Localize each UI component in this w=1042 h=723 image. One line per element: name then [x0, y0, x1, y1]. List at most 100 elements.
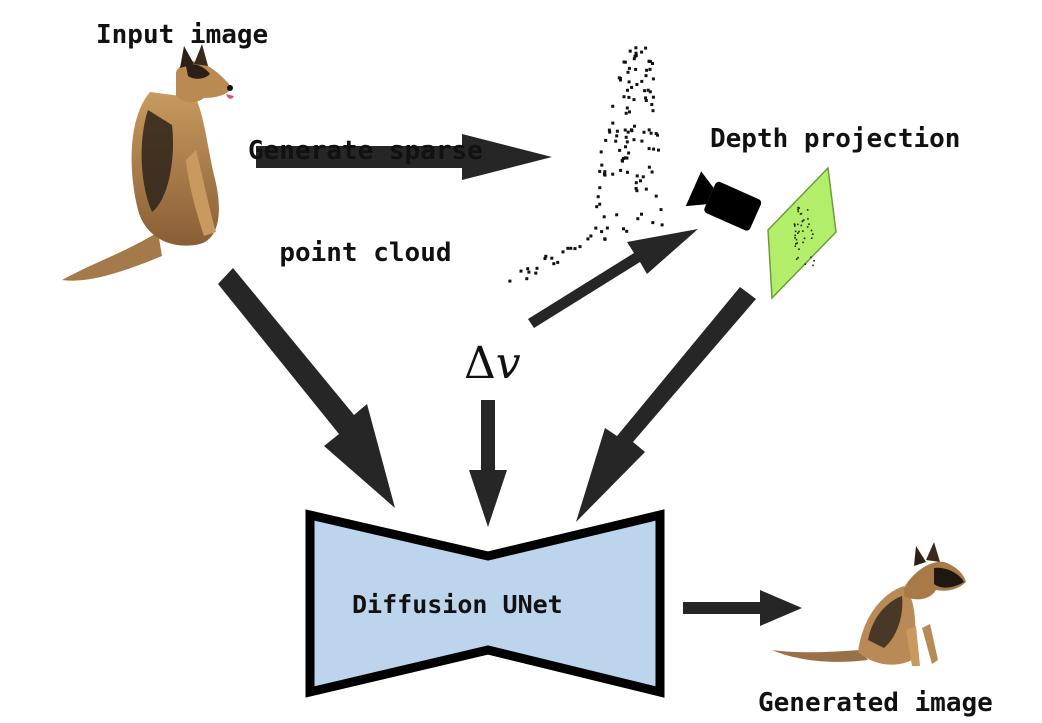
point-cloud-dot: [654, 194, 658, 198]
point-cloud-dot: [604, 138, 608, 142]
point-cloud-dot: [534, 271, 538, 275]
projection-dot: [802, 241, 804, 244]
point-cloud-dot: [627, 95, 631, 99]
projection-dot: [794, 234, 796, 237]
arrow-to-point-cloud: [256, 134, 552, 180]
point-cloud-dot: [611, 104, 615, 108]
point-cloud-dot: [526, 267, 530, 271]
point-cloud-dot: [644, 99, 648, 102]
point-cloud-dot: [595, 205, 599, 209]
point-cloud-dot: [603, 170, 607, 174]
point-cloud-dot: [603, 173, 607, 177]
point-cloud-dot: [625, 106, 629, 110]
projection-dot: [794, 225, 796, 227]
point-cloud-dot: [624, 145, 627, 149]
point-cloud-dot: [594, 226, 598, 230]
point-cloud-dot: [508, 279, 512, 283]
point-cloud-dot: [615, 129, 619, 133]
point-cloud-dot: [569, 246, 573, 250]
point-cloud-dot: [607, 128, 611, 132]
point-cloud-dot: [660, 223, 664, 227]
point-cloud-dot: [603, 237, 607, 241]
projection-dot: [810, 229, 813, 232]
point-cloud-dot: [605, 226, 609, 230]
point-cloud-dot: [648, 67, 652, 71]
projection-dot: [806, 209, 809, 211]
point-cloud-dot: [525, 277, 529, 281]
point-cloud-dot: [628, 110, 631, 114]
point-cloud-dot: [650, 170, 654, 174]
projection-dot: [798, 248, 800, 250]
depth-projection-plane: [767, 166, 837, 300]
projection-dot: [797, 206, 799, 209]
projection-dot: [800, 212, 803, 215]
projection-dot: [803, 237, 806, 240]
point-cloud-dot: [654, 132, 658, 136]
delta-symbol: Δ: [464, 338, 496, 389]
point-cloud-dot: [634, 187, 638, 190]
point-cloud-dot: [627, 151, 631, 155]
point-cloud-dot: [621, 157, 625, 160]
point-cloud-dot: [632, 138, 636, 142]
point-cloud-dot: [650, 103, 654, 106]
projection-dot: [812, 264, 814, 267]
projection-dot: [808, 223, 810, 225]
point-cloud-dot: [634, 46, 638, 50]
point-cloud-dot: [608, 130, 612, 134]
point-cloud-dot: [626, 88, 629, 92]
point-cloud-dot: [640, 50, 644, 54]
depth-projection-label: Depth projection: [710, 124, 961, 154]
projection-dot: [794, 224, 796, 226]
point-cloud-dot: [598, 202, 602, 206]
point-cloud-dot: [622, 227, 625, 231]
point-cloud-dot: [615, 134, 619, 138]
point-cloud-dot: [624, 111, 628, 115]
projection-dot: [812, 233, 814, 235]
point-cloud-dot: [550, 256, 554, 260]
point-cloud-dot: [649, 131, 653, 135]
point-cloud-dot: [640, 139, 644, 143]
point-cloud-dot: [622, 95, 626, 99]
generated-dog-icon: [772, 542, 966, 666]
point-cloud-dot: [629, 128, 633, 132]
point-cloud-dot: [600, 163, 604, 167]
point-cloud-dot: [611, 121, 615, 125]
point-cloud-dot: [643, 89, 647, 93]
point-cloud-dot: [586, 237, 590, 241]
projection-dot: [801, 220, 804, 223]
point-cloud-dot: [640, 212, 643, 216]
point-cloud-dot: [627, 66, 631, 70]
generate-point-cloud-line2: point cloud: [279, 238, 452, 268]
point-cloud-dot: [620, 158, 624, 162]
point-cloud-dot: [647, 128, 651, 132]
projection-dot: [797, 256, 799, 259]
point-cloud-dot: [644, 187, 648, 191]
point-cloud-dot: [651, 77, 655, 81]
input-image-label: Input image: [96, 20, 269, 50]
point-cloud-dot: [635, 83, 639, 86]
point-cloud-dot: [634, 67, 638, 71]
point-cloud-dot: [625, 140, 629, 144]
projection-dot: [806, 226, 809, 228]
projection-dot: [799, 213, 802, 215]
point-cloud-dot: [651, 95, 655, 99]
projection-dot: [795, 243, 797, 245]
point-cloud-dot: [636, 217, 640, 221]
point-cloud-dot: [623, 128, 627, 132]
point-cloud-dot: [647, 147, 651, 151]
projection-dot: [813, 260, 815, 262]
point-cloud-dot: [552, 262, 556, 266]
point-cloud-dot: [615, 213, 619, 217]
diffusion-unet-block: [305, 509, 665, 698]
point-cloud-dot: [556, 260, 560, 264]
point-cloud-dot: [624, 135, 628, 139]
generated-image-label: Generated image: [758, 688, 993, 718]
point-cloud-dot: [651, 62, 654, 65]
point-cloud-dot: [647, 59, 651, 63]
point-cloud-dot: [634, 51, 638, 55]
point-cloud-dot: [617, 76, 621, 80]
point-cloud-dot: [600, 230, 604, 234]
point-cloud-dot: [623, 60, 627, 64]
point-cloud-dot: [641, 175, 645, 179]
